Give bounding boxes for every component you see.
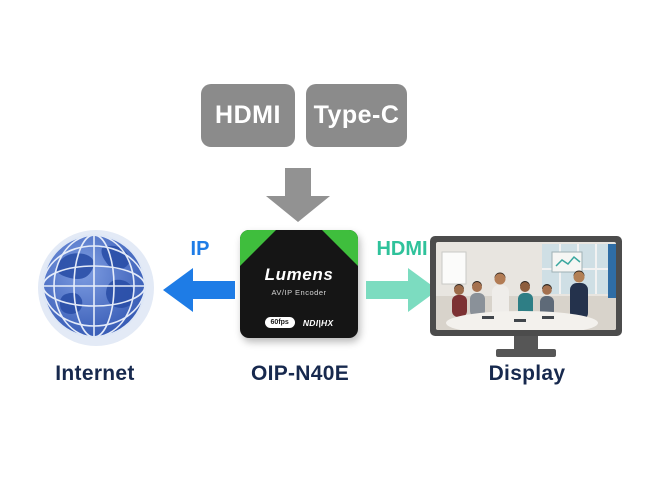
- hdmi-source-label: HDMI: [215, 101, 281, 129]
- internet-globe-icon: [38, 230, 154, 346]
- device-badges: 60fps NDI|HX: [240, 317, 358, 328]
- monitor-screen-scene: [436, 242, 616, 330]
- hdmi-arrow-icon: [366, 268, 438, 312]
- hdmi-arrow-label: HDMI: [376, 238, 428, 260]
- ip-arrow-icon: [163, 268, 235, 312]
- monitor-stand-base: [496, 349, 556, 357]
- typec-source-label: Type-C: [313, 101, 400, 129]
- device-badge-fps: 60fps: [264, 317, 295, 328]
- down-arrow-icon: [266, 168, 330, 222]
- monitor-stand-neck: [514, 336, 538, 349]
- internet-caption: Internet: [55, 362, 135, 385]
- display-monitor-icon: [430, 236, 622, 357]
- ip-arrow-label: IP: [190, 238, 210, 260]
- device-brand-logo: Lumens: [264, 265, 334, 284]
- device-caption: OIP-N40E: [250, 362, 350, 385]
- device-badge-ndi: NDI|HX: [302, 317, 334, 328]
- typec-source-box: Type-C: [306, 84, 407, 147]
- device-subtitle: AV/IP Encoder: [271, 288, 327, 297]
- display-caption: Display: [488, 362, 566, 385]
- hdmi-source-box: HDMI: [201, 84, 295, 147]
- encoder-device: Lumens AV/IP Encoder 60fps NDI|HX: [240, 230, 358, 338]
- device-green-corners: [240, 230, 358, 266]
